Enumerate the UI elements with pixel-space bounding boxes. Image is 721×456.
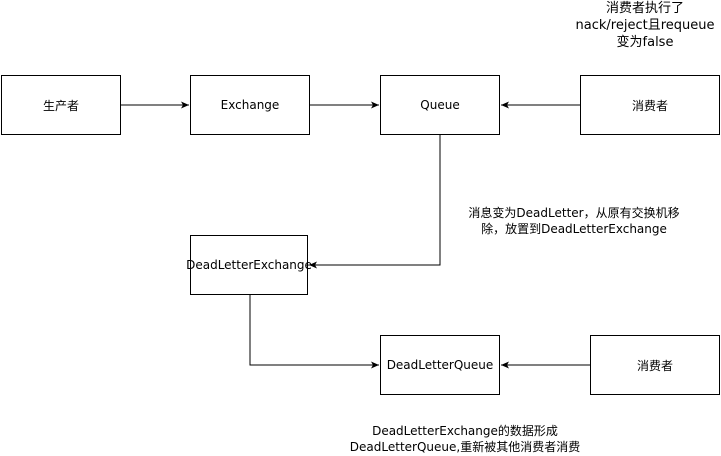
producer-node[interactable]: 生产者 <box>1 75 121 135</box>
note-line: DeadLetterQueue,重新被其他消费者消费 <box>349 440 581 454</box>
producer-label: 生产者 <box>42 98 79 113</box>
consumer-2-node[interactable]: 消费者 <box>590 335 720 395</box>
note-line: 除，放置到DeadLetterExchange <box>481 222 667 236</box>
arrow-queue-to-dead-letter-exchange <box>309 135 441 269</box>
dead-letter-queue-label: DeadLetterQueue <box>386 358 494 372</box>
consumer-label: 消费者 <box>631 98 668 113</box>
note-line: 变为false <box>616 35 674 50</box>
note-line: 消费者执行了 <box>605 1 684 16</box>
dead-letter-exchange-node[interactable]: DeadLetterExchange <box>186 235 312 295</box>
note-line: 消息变为DeadLetter，从原有交换机移 <box>468 206 680 220</box>
dlq-formation-note: DeadLetterExchange的数据形成 DeadLetterQueue,… <box>330 423 600 455</box>
arrow-dead-letter-exchange-to-dead-letter-queue <box>249 295 379 369</box>
dead-letter-move-note: 消息变为DeadLetter，从原有交换机移 除，放置到DeadLetterEx… <box>440 205 708 237</box>
consumer-2-label: 消费者 <box>636 358 673 373</box>
consumer-node[interactable]: 消费者 <box>580 75 720 135</box>
note-line: DeadLetterExchange的数据形成 <box>372 424 558 438</box>
exchange-label: Exchange <box>220 98 280 112</box>
dead-letter-queue-node[interactable]: DeadLetterQueue <box>380 335 500 395</box>
dead-letter-exchange-label: DeadLetterExchange <box>186 258 312 272</box>
exchange-node[interactable]: Exchange <box>190 75 310 135</box>
queue-label: Queue <box>420 98 460 112</box>
queue-node[interactable]: Queue <box>380 75 500 135</box>
consumer-action-note: 消费者执行了 nack/reject且requeue 变为false <box>570 0 720 51</box>
note-line: nack/reject且requeue <box>575 18 715 33</box>
